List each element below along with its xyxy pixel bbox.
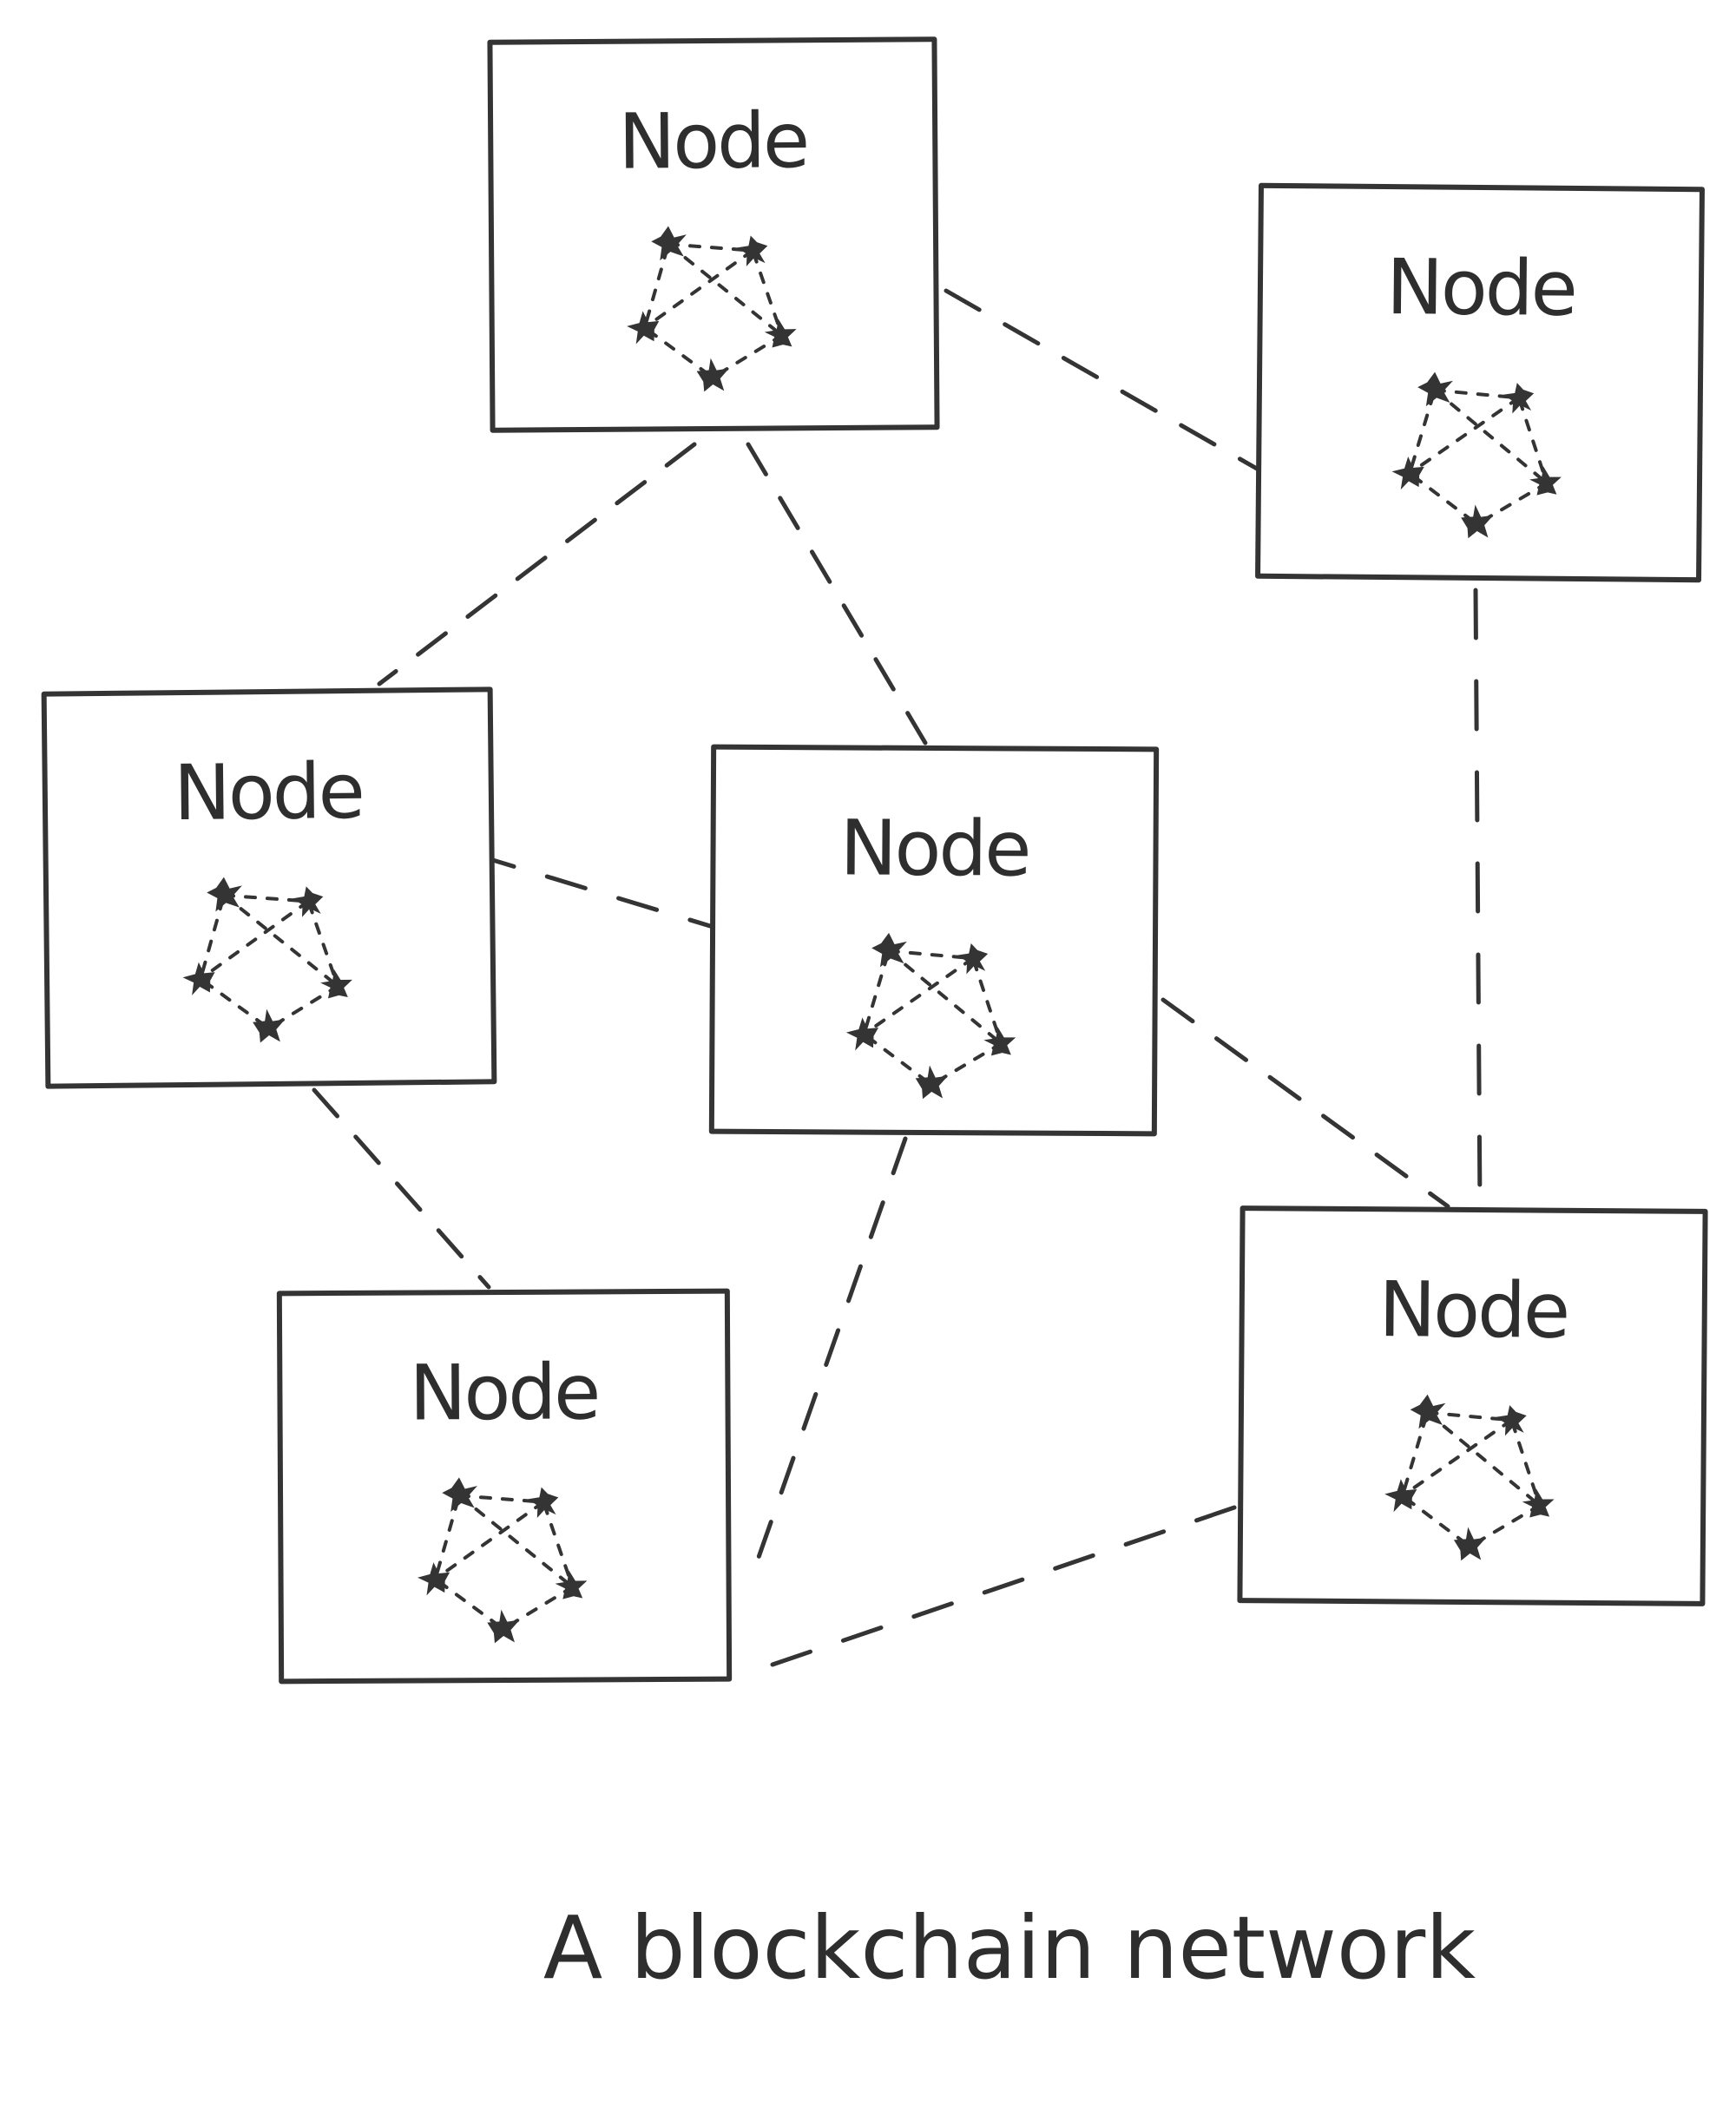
node-cluster-icon xyxy=(1391,371,1562,539)
cluster-links-cross xyxy=(862,956,975,1036)
cluster-dot xyxy=(1496,1405,1527,1436)
node-box xyxy=(487,36,940,433)
cluster-dot xyxy=(555,1570,588,1599)
node-label: Node xyxy=(618,95,807,187)
node-cluster-icon xyxy=(1384,1394,1555,1561)
cluster-dot xyxy=(1453,1527,1487,1561)
node-4: Node xyxy=(708,744,1160,1137)
cluster-dot xyxy=(764,319,797,348)
node-1: Node xyxy=(487,36,940,433)
cluster-dot xyxy=(1529,466,1562,496)
cluster-links-cross xyxy=(457,1494,575,1589)
node-box xyxy=(41,686,497,1089)
cluster-dot xyxy=(1410,1394,1446,1429)
cluster-links-cross xyxy=(1408,396,1521,476)
cluster-dot xyxy=(871,932,907,968)
node-6: Node xyxy=(1237,1205,1708,1606)
cluster-dot xyxy=(845,1017,879,1051)
cluster-dot xyxy=(418,1562,450,1596)
cluster-links-cross xyxy=(222,893,340,989)
edge-node-4-node-6 xyxy=(1161,997,1450,1209)
cluster-links-cross xyxy=(642,248,755,330)
cluster-dot xyxy=(487,1609,520,1644)
node-label: Node xyxy=(1378,1264,1568,1356)
cluster-dot xyxy=(1522,1488,1555,1518)
cluster-dot xyxy=(957,943,989,975)
node-box xyxy=(1255,182,1705,583)
node-3: Node xyxy=(41,686,497,1089)
diagram-caption: A blockchain network xyxy=(542,1897,1476,1999)
edge-node-1-node-2 xyxy=(944,288,1259,471)
cluster-dot xyxy=(207,877,242,912)
node-cluster-icon xyxy=(182,877,352,1043)
edge-node-1-node-4 xyxy=(746,442,928,746)
node-cluster-icon xyxy=(845,932,1016,1100)
cluster-dot xyxy=(651,226,687,261)
cluster-dot xyxy=(737,235,768,266)
node-label: Node xyxy=(409,1347,598,1437)
cluster-links-cross xyxy=(886,949,1003,1046)
cluster-links-ring xyxy=(198,893,340,1031)
cluster-dot xyxy=(1503,383,1535,414)
cluster-links-ring xyxy=(433,1494,575,1632)
cluster-dot xyxy=(696,358,730,392)
cluster-dot xyxy=(1391,456,1424,490)
cluster-links-cross xyxy=(1400,1418,1514,1498)
cluster-links-ring xyxy=(1407,388,1549,527)
cluster-links-cross xyxy=(199,899,311,981)
cluster-dot xyxy=(1461,504,1494,539)
cluster-dot xyxy=(1384,1479,1417,1513)
cluster-dot xyxy=(253,1008,286,1043)
cluster-dot xyxy=(442,1477,477,1513)
cluster-dot xyxy=(182,962,215,995)
cluster-dot xyxy=(627,311,660,345)
cluster-links-ring xyxy=(642,242,785,380)
node-cluster-icon xyxy=(418,1477,588,1644)
node-label: Node xyxy=(173,746,363,837)
node-cluster-icon xyxy=(627,226,797,392)
edge-node-1-node-3 xyxy=(377,442,697,686)
cluster-links-cross xyxy=(1425,1410,1542,1507)
node-box xyxy=(1237,1205,1708,1606)
edge-node-5-node-6 xyxy=(770,1503,1242,1667)
edge-node-3-node-4 xyxy=(473,852,721,931)
cluster-links-cross xyxy=(1432,388,1549,485)
node-label: Node xyxy=(1386,242,1576,333)
cluster-dot xyxy=(983,1027,1016,1056)
edge-node-3-node-5 xyxy=(312,1087,491,1290)
node-5: Node xyxy=(276,1288,733,1685)
cluster-dot xyxy=(293,886,324,917)
node-box xyxy=(276,1288,733,1685)
cluster-links-ring xyxy=(862,949,1003,1087)
node-2: Node xyxy=(1255,182,1705,583)
cluster-dot xyxy=(1417,371,1453,407)
cluster-dot xyxy=(915,1065,949,1100)
cluster-dot xyxy=(528,1487,559,1518)
edge-node-2-node-6 xyxy=(1473,588,1483,1209)
cluster-links-cross xyxy=(433,1500,546,1581)
cluster-dot xyxy=(320,969,352,999)
edge-node-4-node-5 xyxy=(754,1136,908,1565)
node-label: Node xyxy=(839,803,1029,893)
cluster-links-ring xyxy=(1400,1410,1542,1549)
node-box xyxy=(708,744,1160,1137)
cluster-links-cross xyxy=(667,242,784,338)
